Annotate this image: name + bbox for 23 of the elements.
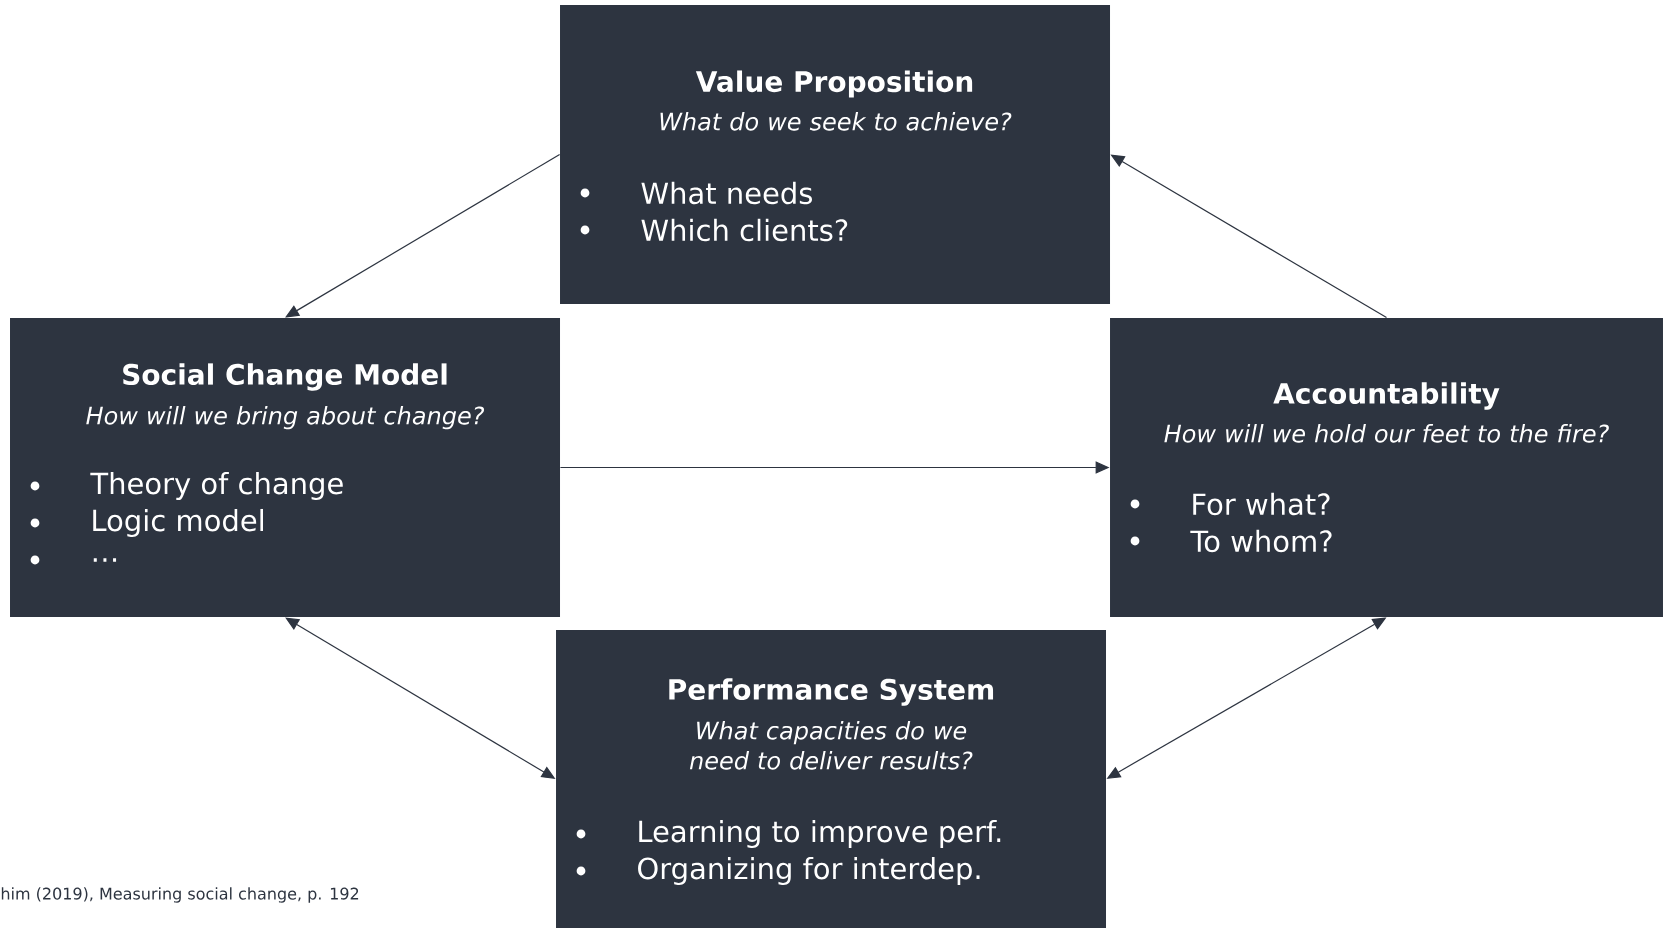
text-box [10,318,560,617]
citation: him (2019), Measuring social change, p. 192 [1,887,359,903]
list-item: Which clients? [641,218,848,242]
list-item: For what? [1193,492,1330,516]
list-item: Logic model [93,508,263,538]
heading: Social Change Model [123,363,447,391]
arrow [285,153,561,318]
list-item: To whom? [1190,529,1332,553]
question: How will we bring about change? [86,406,485,430]
text-box [560,5,1110,304]
heading: Accountability [1273,382,1500,410]
question: What do we seek to achieve? [660,112,1012,131]
heading: Value Proposition [695,70,973,98]
list-item: Theory of change [90,471,343,501]
text-box [1110,318,1663,617]
list-item: What needs [641,181,812,205]
text-box [556,630,1106,928]
list-item: Organizing for interdep. [638,856,980,886]
list-item: … [93,558,117,562]
list-item: Learning to improve perf. [639,819,1001,849]
heading: Performance System [669,678,994,706]
question: What capacities do we need to deliver results? [689,721,973,770]
question: How will we hold our feet to the fire? [1164,424,1609,443]
